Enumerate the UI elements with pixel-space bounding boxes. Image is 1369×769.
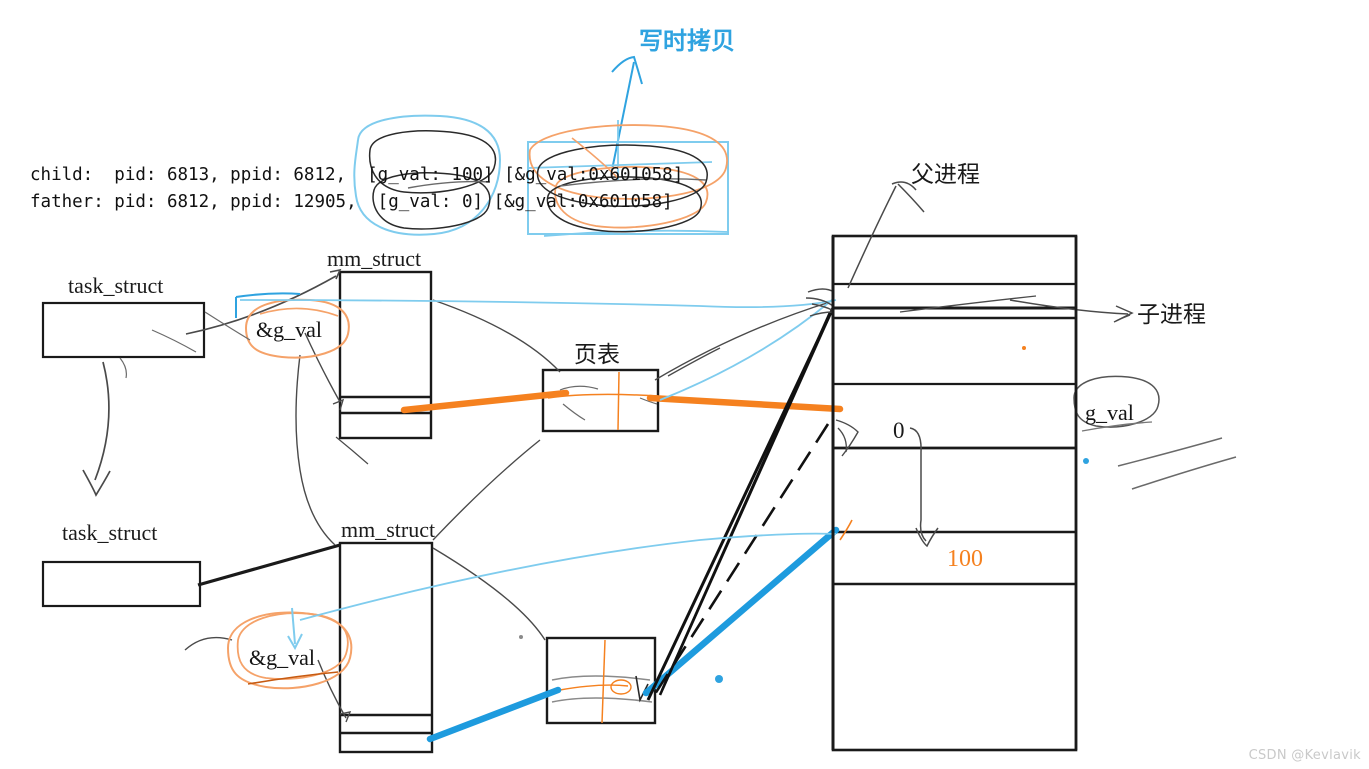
old-value-leader — [909, 427, 939, 548]
child-mm-struct-label: mm_struct — [341, 517, 436, 542]
child-pagetable-to-memory-blue — [642, 526, 840, 697]
watermark: CSDN @Kevlavik — [1248, 748, 1361, 763]
child-process-label: 子进程 — [1137, 302, 1206, 328]
physical-memory-column — [831, 234, 1089, 752]
child-task-struct-box — [41, 560, 202, 608]
child-mm-to-pagetable-blue — [426, 686, 562, 743]
parent-task-struct-box — [41, 301, 206, 359]
page-table-label: 页表 — [574, 342, 620, 368]
memory-converge-line-3 — [660, 311, 832, 691]
parent-gval-pointer — [295, 354, 336, 546]
terminal-output-line-2: father: pid: 6812, ppid: 12905, [g_val: … — [30, 192, 673, 212]
parent-mm-struct-label: mm_struct — [327, 246, 422, 271]
parent-mm-struct-box — [338, 270, 433, 440]
cow-annotation-arrow — [611, 55, 643, 171]
parent-pagetable-to-memory-orange — [646, 394, 844, 413]
parent-process-leader — [847, 181, 925, 289]
memory-old-value: 0 — [893, 418, 905, 443]
child-process-leader — [1009, 299, 1134, 323]
parent-mm-to-pagetable-orange — [400, 389, 570, 414]
parent-task-to-mm-line — [185, 275, 337, 335]
child-gval-ellipse — [226, 611, 353, 690]
child-page-table-box — [545, 636, 657, 725]
parent-page-table-box — [541, 368, 660, 433]
blue-sweep-lower — [299, 532, 837, 621]
child-task-struct-label: task_struct — [62, 520, 158, 545]
gval-addr-annotation — [527, 120, 729, 237]
parent-process-label: 父进程 — [911, 162, 980, 188]
pagetable-to-memory-pencil — [654, 301, 831, 381]
child-task-to-mm-line — [197, 543, 341, 587]
task-struct-fork-arrow — [94, 361, 110, 481]
child-gval-label: &g_val — [249, 645, 315, 670]
memory-gval-label: g_val — [1085, 400, 1134, 425]
child-mm-struct-box — [338, 541, 434, 754]
gval-memory-circle — [1073, 375, 1160, 432]
memory-dashed-line — [653, 423, 830, 695]
cow-annotation-label: 写时拷贝 — [639, 27, 735, 55]
parent-gval-label: &g_val — [256, 317, 322, 342]
memory-new-value: 100 — [947, 546, 983, 572]
parent-gval-ellipse — [244, 298, 350, 359]
terminal-output-line-1: child: pid: 6813, ppid: 6812, [g_val: 10… — [30, 165, 684, 185]
blue-sweep-upper — [239, 299, 837, 309]
parent-task-struct-label: task_struct — [68, 273, 164, 298]
gval-value-annotation — [353, 114, 502, 236]
